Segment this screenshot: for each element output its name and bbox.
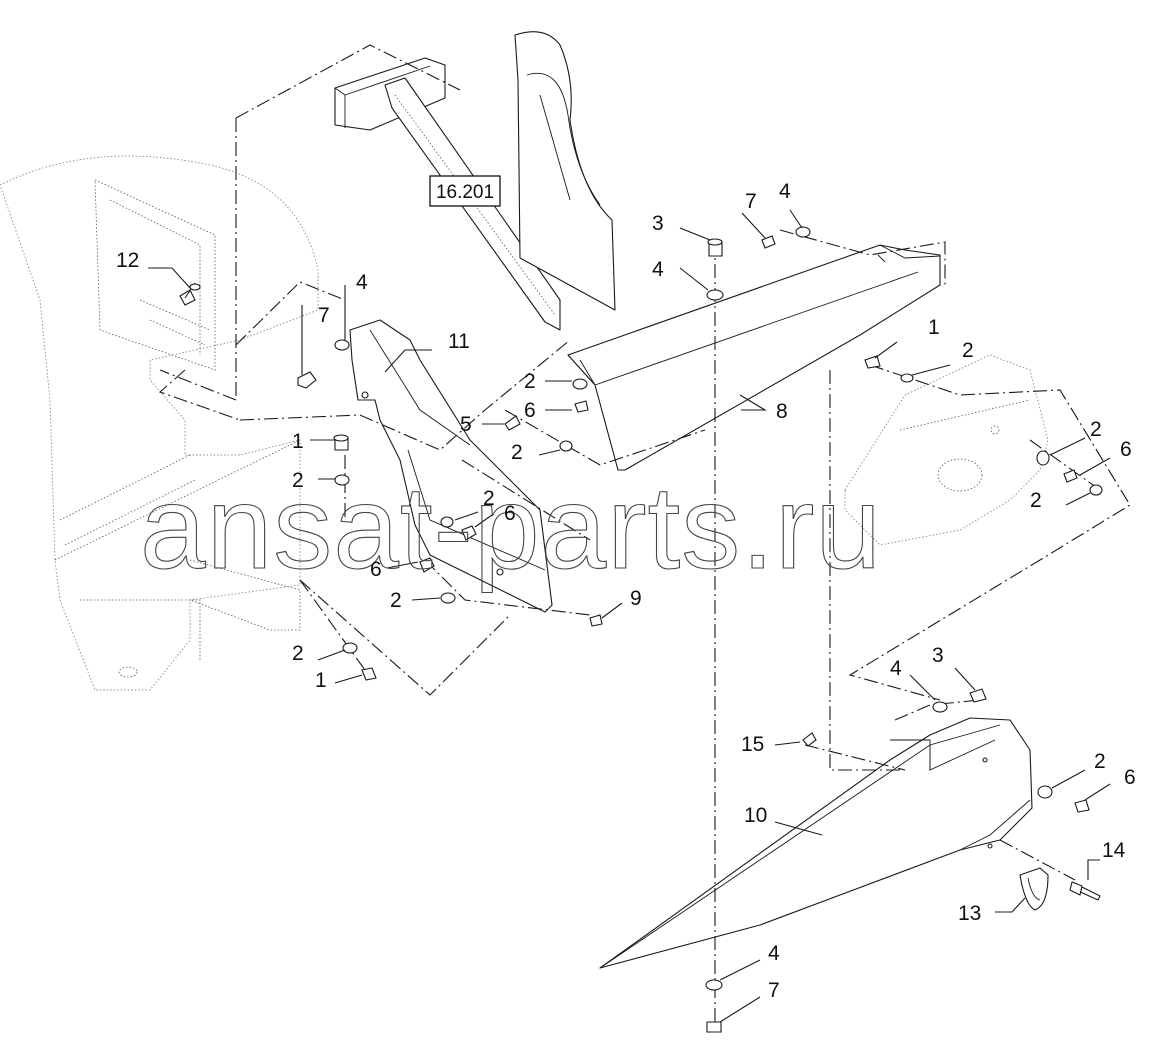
callout-2-upper-left: 2 <box>292 469 304 492</box>
callout-13: 13 <box>958 902 981 925</box>
callout-10: 10 <box>744 804 767 827</box>
callout-6-channel: 6 <box>524 399 536 422</box>
callout-12: 12 <box>116 249 139 272</box>
callout-2-channel-a: 2 <box>524 370 536 393</box>
callout-4-lower: 4 <box>890 657 902 680</box>
callout-2-plate-b: 2 <box>1030 489 1042 512</box>
centerlines <box>158 44 1131 1030</box>
pin-part-14 <box>1069 881 1101 901</box>
callout-3-lower: 3 <box>932 644 944 667</box>
callout-5: 5 <box>460 413 472 436</box>
clip-part-13 <box>1019 867 1049 911</box>
callout-8: 8 <box>776 400 788 423</box>
callout-6-plate: 6 <box>1120 438 1132 461</box>
callout-2-lower-left: 2 <box>292 642 304 665</box>
callout-4-upper-left: 4 <box>356 271 368 294</box>
reference-box-label: 16.201 <box>436 182 494 203</box>
reference-box: 16.201 <box>429 175 501 207</box>
callout-2-plate-a: 2 <box>1090 418 1102 441</box>
callout-labels: 12 4 7 11 3 4 7 4 1 2 2 6 8 5 2 1 2 2 6 … <box>116 180 1136 1002</box>
callout-15: 15 <box>741 733 764 756</box>
callout-7-upper-left: 7 <box>318 304 330 327</box>
callout-9: 9 <box>630 587 642 610</box>
callout-2-mid: 2 <box>483 487 495 510</box>
right-side-plate <box>844 354 1049 546</box>
callout-6-lower-right: 6 <box>1124 766 1136 789</box>
callout-4-upper-mid: 4 <box>652 258 664 281</box>
callout-2-lower-mid: 2 <box>390 589 402 612</box>
callout-2-right: 2 <box>962 339 974 362</box>
callout-7-upper: 7 <box>745 190 757 213</box>
callout-4-bottom: 4 <box>768 942 780 965</box>
callout-6-lower-mid: 6 <box>370 558 382 581</box>
callout-7-bottom: 7 <box>768 979 780 1002</box>
left-frame-panel <box>0 155 319 691</box>
upper-shield-part <box>514 31 616 311</box>
callout-1-lower-left: 1 <box>315 669 327 692</box>
leader-lines <box>148 209 1111 1023</box>
callout-11: 11 <box>448 330 470 353</box>
callout-1-upper-left: 1 <box>292 430 304 453</box>
hardware <box>179 226 1103 1033</box>
watermark: ansat-parts.ru <box>140 462 882 594</box>
callout-1-right: 1 <box>928 316 940 339</box>
callout-3-upper: 3 <box>652 212 664 235</box>
callout-4-upper-right: 4 <box>779 180 791 203</box>
callout-6-mid: 6 <box>504 502 516 525</box>
callout-14: 14 <box>1102 839 1126 862</box>
shield-part-10 <box>599 717 1033 969</box>
callout-2-channel-b: 2 <box>511 441 523 464</box>
callout-2-lower-right: 2 <box>1094 750 1106 773</box>
channel-part-8 <box>567 244 941 471</box>
